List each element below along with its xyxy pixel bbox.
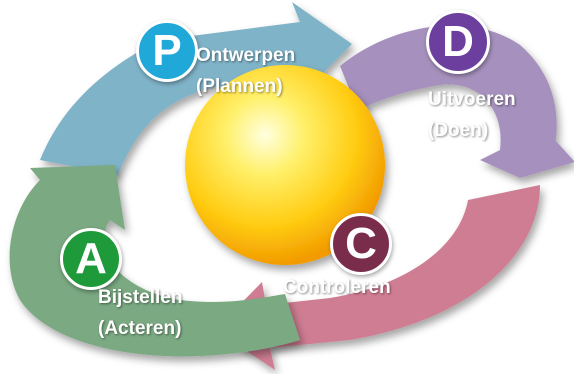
plan-badge: P (136, 20, 198, 82)
check-label-line1: Controleren (283, 277, 391, 298)
act-label-line1: Bijstellen (98, 287, 183, 308)
check-arrow (215, 185, 540, 370)
do-letter: D (442, 17, 474, 66)
plan-letter: P (152, 26, 182, 75)
plan-label-line2: (Plannen) (196, 76, 283, 97)
plan-label: Ontwerpen (Plannen) (196, 40, 295, 102)
center-sphere (185, 65, 385, 265)
check-label: Controleren (283, 272, 391, 303)
do-label-line1: Uitvoeren (428, 89, 516, 110)
do-label: Uitvoeren (Doen) (428, 84, 516, 146)
plan-arrow (40, 2, 352, 175)
act-arrow (9, 165, 300, 357)
do-badge: D (426, 10, 490, 74)
do-label-line2: (Doen) (428, 120, 489, 141)
act-badge: A (60, 228, 122, 290)
check-letter: C (345, 219, 377, 268)
do-arrow (340, 25, 574, 178)
plan-label-line1: Ontwerpen (196, 45, 296, 66)
act-letter: A (75, 234, 107, 283)
check-badge: C (330, 213, 392, 275)
act-label: Bijstellen (Acteren) (98, 282, 182, 344)
act-label-line2: (Acteren) (98, 318, 182, 339)
